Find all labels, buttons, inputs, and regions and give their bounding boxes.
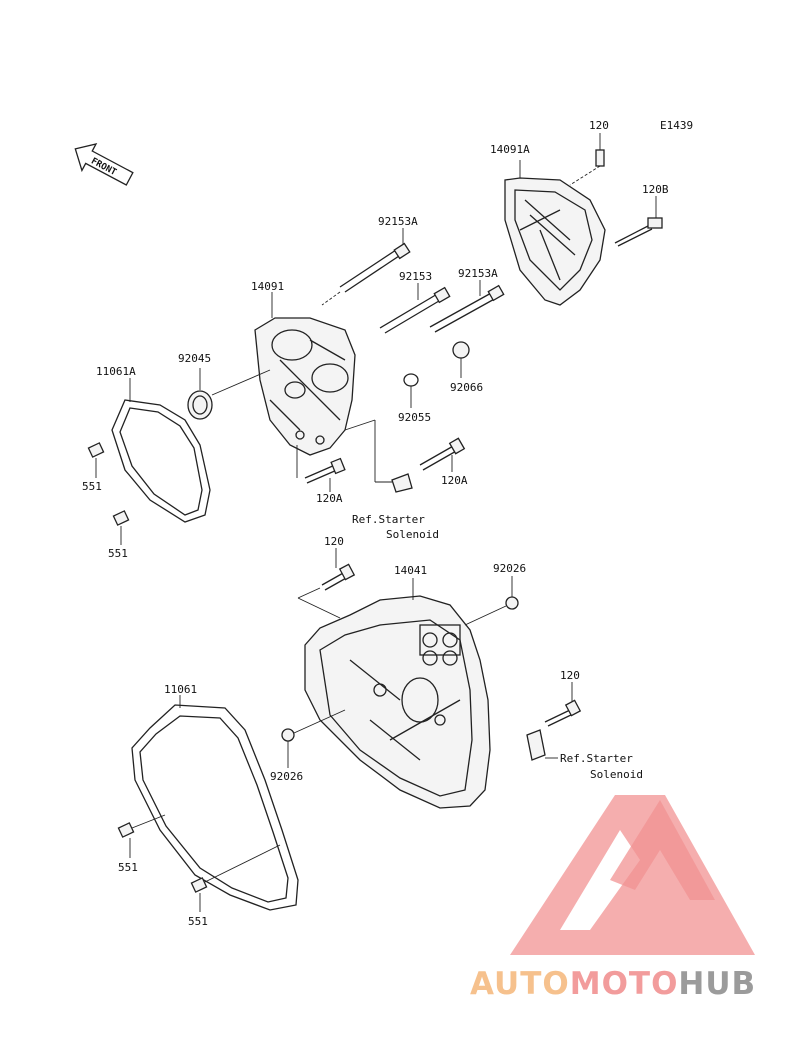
dowel-551-a — [87, 442, 105, 478]
gasket-11061 — [131, 695, 299, 911]
label-551-a: 551 — [82, 480, 102, 493]
plug-92066 — [452, 341, 470, 378]
label-11061A: 11061A — [96, 365, 136, 378]
bolt-120-mid — [297, 548, 356, 619]
label-92153A-2: 92153A — [458, 267, 498, 280]
dowel-551-d — [190, 844, 281, 912]
outer-cover-14091A — [504, 160, 606, 306]
watermark-moto: MOTO — [570, 966, 679, 1002]
label-14091: 14091 — [251, 280, 284, 293]
label-14091A: 14091A — [490, 143, 530, 156]
bolt-92153A-2 — [429, 280, 505, 333]
label-92026-2: 92026 — [270, 770, 303, 783]
ref-note-2-line1: Ref.Starter — [560, 752, 633, 765]
seal-92045 — [187, 368, 271, 420]
label-92153A-1: 92153A — [378, 215, 418, 228]
diagram-code: E1439 — [660, 119, 693, 132]
dowel-551-c — [117, 814, 166, 858]
label-120B: 120B — [642, 183, 669, 196]
crankcase-cover-14041 — [304, 578, 491, 809]
ref-note-2-line2: Solenoid — [590, 768, 643, 781]
label-92153: 92153 — [399, 270, 432, 283]
label-551-d: 551 — [188, 915, 208, 928]
plug-92026-2 — [281, 709, 346, 768]
bolt-92153A-1 — [321, 228, 411, 306]
ref-starter-bracket-1 — [344, 419, 413, 493]
label-92045: 92045 — [178, 352, 211, 365]
bolt-120-right — [544, 682, 582, 727]
label-92026-1: 92026 — [493, 562, 526, 575]
label-14041: 14041 — [394, 564, 427, 577]
label-120A-2: 120A — [441, 474, 468, 487]
oring-92055 — [403, 373, 419, 408]
label-120-mid: 120 — [324, 535, 344, 548]
bolt-120A-1 — [296, 445, 346, 492]
plug-92026-1 — [464, 576, 519, 626]
ref-starter-bracket-2 — [526, 729, 558, 761]
ref-note-1-line2: Solenoid — [386, 528, 439, 541]
front-arrow-icon: FRONT — [74, 143, 134, 186]
watermark-auto: AUTO — [470, 966, 570, 1002]
label-551-c: 551 — [118, 861, 138, 874]
bolt-120B — [614, 196, 663, 247]
cover-14091 — [254, 292, 356, 456]
label-11061: 11061 — [164, 683, 197, 696]
label-120-right: 120 — [560, 669, 580, 682]
watermark-hub: HUB — [678, 966, 756, 1002]
label-92055: 92055 — [398, 411, 431, 424]
bolt-120A-2 — [419, 437, 466, 472]
ref-note-1-line1: Ref.Starter — [352, 513, 425, 526]
dowel-551-b — [112, 510, 130, 545]
svg-text:AUTOMOTOHUB: AUTOMOTOHUB — [470, 966, 756, 1002]
label-92066: 92066 — [450, 381, 483, 394]
watermark-logo: AUTOMOTOHUB — [470, 795, 756, 1002]
label-551-b: 551 — [108, 547, 128, 560]
bolt-120-top — [569, 133, 605, 186]
gasket-11061A — [111, 378, 211, 523]
label-120A-1: 120A — [316, 492, 343, 505]
label-120-top: 120 — [589, 119, 609, 132]
bolt-92153 — [379, 283, 451, 334]
